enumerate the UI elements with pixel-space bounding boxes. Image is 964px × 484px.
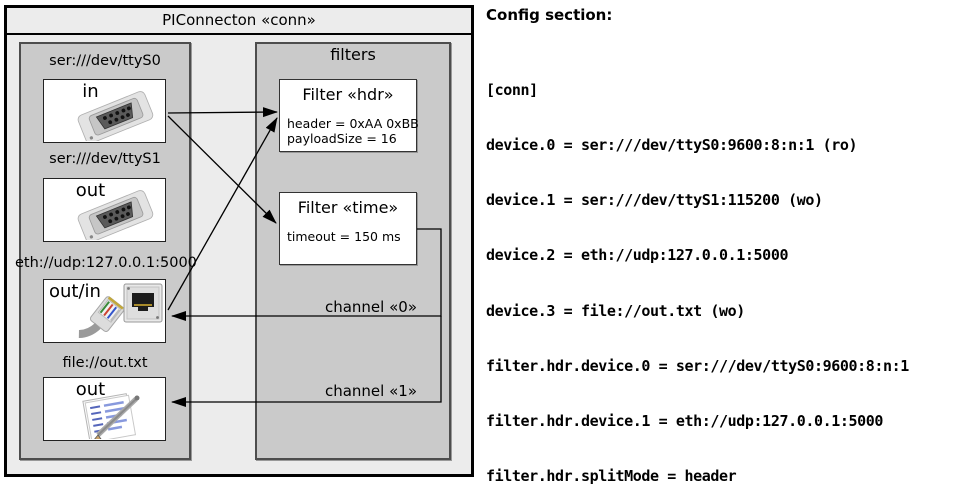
device-direction: in — [82, 81, 99, 102]
config-line: device.0 = ser:///dev/ttyS0:9600:8:n:1 (… — [486, 136, 858, 155]
piconnection-diagram: PIConnecton «conn» ser:///dev/ttyS0 in — [4, 5, 474, 477]
filter-box-time: Filter «time» timeout = 150 ms — [279, 192, 417, 265]
filter-box-hdr: Filter «hdr» header = 0xAA 0xBB payloadS… — [279, 79, 419, 152]
serial-connector-icon — [77, 190, 154, 240]
config-line: filter.hdr.device.1 = eth://udp:127.0.0.… — [486, 412, 884, 431]
device-direction: out — [75, 180, 106, 201]
config-panel: Config section: [conn] device.0 = ser://… — [484, 6, 962, 484]
config-line: filter.hdr.device.0 = ser:///dev/ttyS0:9… — [486, 356, 909, 375]
filter-time-title: Filter «time» — [297, 198, 399, 217]
device-box-ttys1: out — [43, 178, 166, 242]
devices-group: ser:///dev/ttyS0 in — [15, 42, 197, 460]
filters-group-title: filters — [330, 45, 376, 64]
filter-property: header = 0xAA 0xBB — [287, 116, 419, 131]
filter-hdr-title: Filter «hdr» — [302, 85, 394, 104]
device-direction: out — [75, 379, 106, 400]
config-line: filter.hdr.splitMode = header — [486, 467, 737, 484]
filter-hdr-properties: header = 0xAA 0xBB payloadSize = 16 — [287, 116, 419, 146]
serial-connector-icon — [77, 91, 154, 141]
device-box-file: out — [43, 377, 166, 441]
config-heading: Config section: — [486, 6, 613, 24]
config-line: [conn] — [486, 80, 538, 99]
config-line: device.3 = file://out.txt (wo) — [486, 301, 745, 320]
device-label-ttys1: ser:///dev/ttyS1 — [49, 151, 161, 167]
config-line: device.2 = eth://udp:127.0.0.1:5000 — [486, 246, 789, 265]
filter-property: timeout = 150 ms — [287, 229, 401, 244]
config-line: device.1 = ser:///dev/ttyS1:115200 (wo) — [486, 191, 823, 210]
device-direction: out/in — [49, 281, 101, 302]
channel-0-label: channel «0» — [324, 298, 417, 316]
device-box-eth: out/in — [43, 279, 166, 343]
device-label-ttys0: ser:///dev/ttyS0 — [49, 53, 161, 69]
filter-property: payloadSize = 16 — [287, 131, 397, 146]
config-lines: [conn] device.0 = ser:///dev/ttyS0:9600:… — [486, 44, 918, 484]
notepad-icon — [82, 393, 140, 439]
filters-group: filters Filter «hdr» header = 0xAA 0xBB … — [255, 42, 451, 460]
channel-1-label: channel «1» — [324, 382, 417, 400]
ethernet-plug-icon — [78, 283, 163, 338]
diagram-title: PIConnecton «conn» — [7, 8, 471, 35]
device-label-file: file://out.txt — [62, 355, 148, 371]
filter-time-properties: timeout = 150 ms — [287, 229, 401, 244]
device-label-eth: eth://udp:127.0.0.1:5000 — [15, 255, 197, 271]
device-box-ttys0: in — [43, 79, 166, 143]
